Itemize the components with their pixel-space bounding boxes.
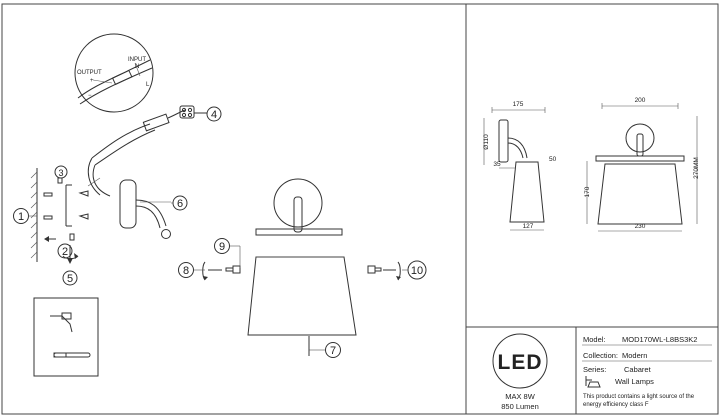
series-value: Cabaret: [624, 365, 652, 374]
installation-diagram: OUTPUT + − INPUT N L: [13, 33, 222, 377]
driver-and-cables: [87, 109, 186, 197]
energy-note-line-2: energy efficiency class F: [583, 402, 649, 408]
dim-50: 50: [549, 156, 557, 163]
series-label: Series:: [583, 365, 606, 374]
front-elevation-dimensions: 200 170 270MM 230: [584, 97, 700, 232]
wall-anchors: [43, 177, 89, 241]
dim-175: 175: [513, 101, 524, 108]
callout-6-number: 6: [177, 198, 183, 210]
wiring-detail-magnifier: OUTPUT + − INPUT N L: [74, 33, 154, 113]
led-lumen: 850 Lumen: [501, 402, 539, 411]
wiring-output-label: OUTPUT: [77, 70, 102, 76]
led-power: MAX 8W: [505, 392, 536, 401]
led-badge: LED MAX 8W 850 Lumen: [492, 333, 548, 411]
lamp-arm-front: [293, 196, 303, 233]
dim-35: 35: [493, 161, 501, 168]
callout-10-number: 10: [411, 265, 423, 277]
callout-3: 3: [54, 165, 68, 179]
callout-5-number: 5: [67, 273, 73, 285]
type-value: Wall Lamps: [615, 377, 654, 386]
exploded-lamp-view: 7 8 9 10: [178, 178, 427, 358]
model-label: Model:: [583, 335, 606, 344]
callout-10: 10: [402, 260, 427, 280]
callout-5: 5: [62, 270, 78, 286]
callout-4: 4: [206, 106, 222, 122]
callout-7: 7: [308, 336, 341, 358]
dim-170: 170: [584, 186, 591, 197]
terminal-block: [179, 105, 207, 119]
lampshade: [247, 256, 357, 336]
callout-4-number: 4: [211, 109, 217, 121]
callout-8-number: 8: [183, 265, 189, 277]
callout-9-number: 9: [219, 241, 225, 253]
wall-plate-front: [273, 178, 323, 228]
callout-8: 8: [178, 262, 205, 278]
wiring-plus-label: +: [90, 78, 94, 84]
callout-1-number: 1: [18, 211, 24, 223]
callout-3-number: 3: [58, 168, 63, 178]
led-logo: LED: [498, 351, 543, 374]
dim-200: 200: [635, 97, 646, 104]
step-arrows: [44, 236, 79, 264]
title-block-info: Model: MOD170WL-L8BS3K2 Collection: Mode…: [582, 335, 712, 408]
wall-bracket-side-view: [119, 179, 171, 239]
dim-110: Ø110: [483, 134, 490, 150]
callout-6: 6: [171, 195, 188, 211]
dim-270mm: 270MM: [693, 157, 700, 179]
callout-1: 1: [13, 208, 37, 224]
collection-label: Collection:: [583, 351, 618, 360]
dim-127: 127: [523, 223, 534, 230]
callout-9: 9: [214, 238, 241, 268]
sheet-border: [1, 3, 719, 415]
callout-2: 2: [57, 243, 73, 259]
wiring-minus-label: −: [88, 93, 92, 99]
wiring-l-label: L: [146, 82, 150, 88]
end-cap-right: [367, 261, 401, 281]
dim-230: 230: [635, 223, 646, 230]
wall-lamp-icon: [585, 376, 601, 388]
callout-2-number: 2: [62, 246, 68, 258]
model-value: MOD170WL-L8BS3K2: [622, 335, 697, 344]
energy-note-line-1: This product contains a light source of …: [583, 394, 695, 400]
end-cap-left: [202, 261, 241, 281]
collection-value: Modern: [622, 351, 647, 360]
wiring-input-label: INPUT: [128, 57, 146, 63]
wall-section: [30, 168, 38, 262]
side-elevation-dimensions: 175 Ø110 35 50 127: [483, 101, 557, 231]
wiring-n-label: N: [135, 64, 139, 70]
callout-7-number: 7: [330, 345, 336, 357]
cable-detail-inset: [33, 297, 99, 377]
